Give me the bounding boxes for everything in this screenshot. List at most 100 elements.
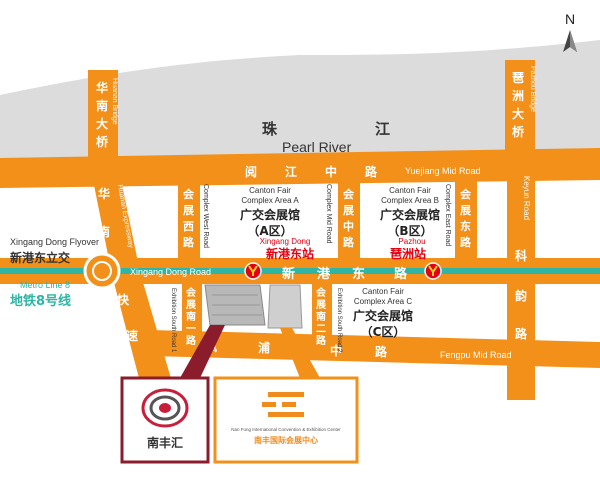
svg-text:东: 东	[352, 266, 365, 282]
yuejiang-en: Yuejiang Mid Road	[405, 166, 481, 176]
svg-text:展: 展	[459, 204, 472, 217]
svg-text:路: 路	[394, 266, 408, 282]
svg-text:会: 会	[186, 286, 196, 299]
complex-a-label: Canton Fair Complex Area A 广交会展馆 （A区）	[240, 186, 300, 238]
svg-text:（B区）: （B区）	[387, 223, 432, 238]
pearl-river	[0, 40, 600, 180]
complex-east-road	[455, 180, 477, 260]
yuejiang-labels: 阅 江 中 路	[245, 164, 378, 179]
exhibition-south-1-road	[182, 284, 202, 344]
huanan-bridge-road	[88, 70, 118, 180]
svg-text:华: 华	[96, 80, 108, 95]
svg-text:Complex Area A: Complex Area A	[241, 196, 299, 205]
svg-text:洲: 洲	[512, 89, 524, 103]
keyun-labels: 科 韵 路	[515, 248, 528, 341]
metro-en: Metro Line 8	[20, 280, 70, 290]
svg-text:新: 新	[282, 266, 295, 282]
complex-east-labels: 会 展 东 路	[459, 187, 472, 249]
svg-text:路: 路	[343, 235, 355, 249]
nanfeng-center-en: Nan Fung International Convention & Exhi…	[231, 427, 341, 432]
svg-text:华: 华	[98, 186, 110, 201]
svg-text:（C区）: （C区）	[361, 324, 406, 339]
huanan-expressway-labels: 华 南 快 速	[98, 186, 138, 343]
complex-c-label: Canton Fair Complex Area C 广交会展馆 （C区）	[353, 287, 413, 339]
complex-west-labels: 会 展 西 路	[182, 187, 195, 249]
keyun-en: Keyun Road	[522, 176, 531, 220]
nanfeng-center-zh: 南丰国际会展中心	[254, 435, 318, 445]
exhibition-south-2-road	[312, 284, 332, 344]
xingang-labels: 新 港 东 路	[282, 266, 408, 282]
svg-text:Canton Fair: Canton Fair	[389, 186, 431, 195]
exhibition-south-2-labels: 会 展 南 二 路	[316, 286, 327, 347]
svg-text:路: 路	[183, 235, 195, 249]
station-pazhou[interactable]: Pazhou 琶洲站	[390, 237, 442, 280]
north-arrow-icon: N	[563, 11, 577, 52]
svg-text:中: 中	[325, 164, 337, 179]
svg-text:广交会展馆: 广交会展馆	[353, 308, 413, 323]
flyover-en: Xingang Dong Flyover	[10, 237, 99, 247]
svg-text:西: 西	[183, 220, 194, 233]
complex-west-en: Complex West Road	[202, 184, 209, 248]
river-zh-2: 江	[375, 120, 390, 138]
river-zh-1: 珠	[262, 120, 278, 138]
svg-text:浦: 浦	[258, 340, 270, 355]
svg-text:桥: 桥	[512, 124, 525, 139]
svg-text:展: 展	[316, 299, 326, 311]
nanfenghui-logo[interactable]: 南丰汇	[120, 376, 210, 464]
svg-text:一: 一	[186, 324, 196, 335]
pazhou-bridge-en: Pazhou Bridge	[529, 66, 536, 112]
svg-text:广交会展馆: 广交会展馆	[240, 207, 300, 222]
huanan-bridge-labels: 华 南 大 桥	[96, 80, 109, 149]
connector-nanfenghui	[180, 325, 225, 378]
exhibition-south-1-labels: 会 展 南 一 路	[186, 286, 197, 347]
metro-zh: 地铁8号线	[10, 293, 71, 309]
svg-text:展: 展	[186, 299, 196, 311]
svg-text:Complex Area C: Complex Area C	[354, 297, 412, 306]
fengpu-en: Fengpu Mid Road	[440, 350, 512, 360]
svg-text:科: 科	[515, 248, 527, 263]
svg-text:新港东站: 新港东站	[266, 246, 314, 261]
svg-text:中: 中	[330, 343, 342, 358]
nanfeng-center-logo[interactable]: Nan Fung International Convention & Exhi…	[213, 376, 359, 464]
north-label: N	[565, 11, 575, 27]
svg-text:Canton Fair: Canton Fair	[249, 186, 291, 195]
station-xingang-dong[interactable]: Xingang Dong 新港东站	[244, 237, 314, 280]
svg-text:会: 会	[183, 187, 195, 201]
svg-text:路: 路	[365, 164, 378, 179]
complex-mid-en: Complex Mid Road	[325, 184, 332, 244]
complex-east-en: Complex East Road	[444, 184, 451, 246]
metro-line-8	[0, 268, 600, 274]
svg-text:阅: 阅	[245, 164, 257, 179]
complex-b-label: Canton Fair Complex Area B 广交会展馆 （B区）	[380, 186, 440, 238]
svg-text:Pazhou: Pazhou	[398, 237, 425, 246]
xingang-en: Xingang Dong Road	[130, 267, 211, 277]
svg-text:二: 二	[316, 323, 326, 335]
river-en: Pearl River	[282, 139, 352, 155]
exhibition-south-2-en: Exhibition South Road 2	[336, 288, 342, 353]
svg-text:会: 会	[460, 187, 472, 201]
svg-text:速: 速	[126, 328, 138, 343]
flyover-zh: 新港东立交	[10, 250, 70, 265]
svg-text:会: 会	[343, 187, 355, 201]
svg-text:会: 会	[316, 286, 326, 299]
svg-text:广交会展馆: 广交会展馆	[380, 207, 440, 222]
svg-text:港: 港	[317, 266, 331, 282]
nanfeng-buildings	[204, 284, 303, 329]
exhibition-south-1-en: Exhibition South Road 1	[170, 288, 176, 353]
svg-text:韵: 韵	[515, 288, 527, 303]
svg-text:南: 南	[186, 310, 196, 323]
svg-text:路: 路	[316, 334, 327, 347]
svg-text:路: 路	[460, 235, 472, 249]
svg-text:江: 江	[285, 164, 297, 179]
complex-mid-road	[338, 180, 360, 260]
svg-text:Xingang Dong: Xingang Dong	[260, 237, 311, 246]
svg-text:（A区）: （A区）	[247, 223, 292, 238]
pazhou-bridge-labels: 琶 洲 大 桥	[512, 71, 525, 139]
huanan-bridge-en: Huanan Bridge	[111, 78, 118, 125]
svg-text:Canton Fair: Canton Fair	[362, 287, 404, 296]
connector-nanfeng-center	[280, 328, 320, 378]
svg-text:路: 路	[186, 334, 197, 347]
svg-text:路: 路	[515, 326, 528, 341]
